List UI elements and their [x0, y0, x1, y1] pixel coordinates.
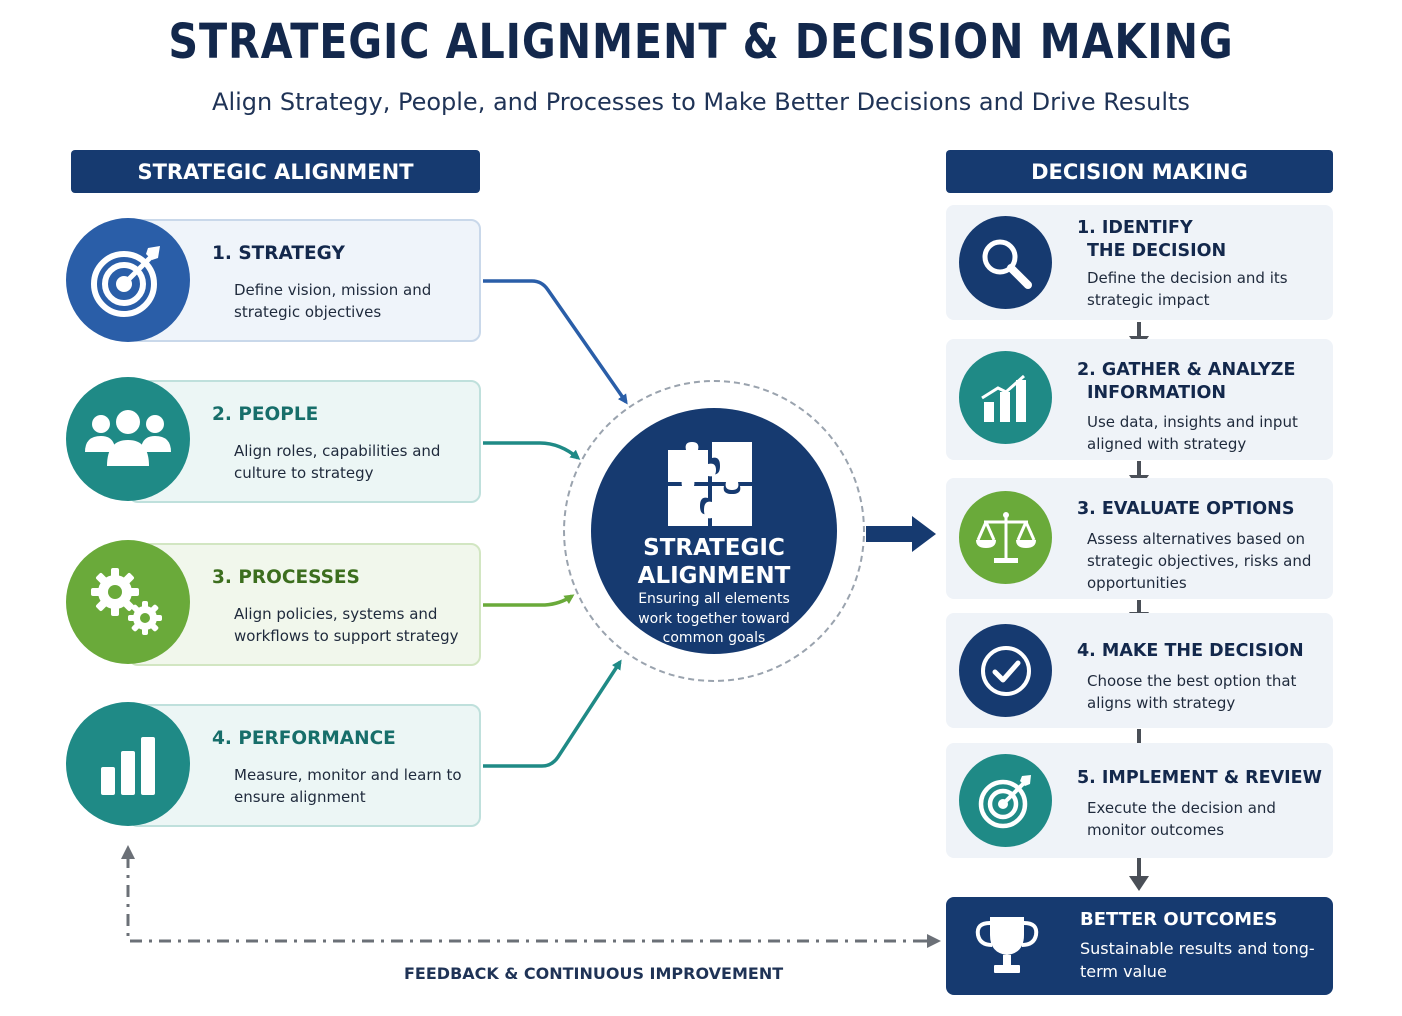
step-title: 5. IMPLEMENT & REVIEW — [1077, 768, 1322, 788]
puzzle-icon — [668, 442, 752, 526]
strategic-alignment-heading: STRATEGIC ALIGNMENT — [71, 150, 480, 193]
step-title-line2: INFORMATION — [1087, 383, 1227, 403]
bar-chart-icon — [66, 702, 190, 826]
people-icon — [66, 377, 190, 501]
card-title: 1. STRATEGY — [212, 243, 345, 264]
step-description: Choose the best option that aligns with … — [1087, 672, 1297, 712]
feedback-loop — [121, 845, 925, 943]
outcome-description: Sustainable results and tong-term value — [1080, 939, 1315, 981]
to-decision-arrow — [866, 516, 936, 552]
card-description: Define vision, mission and strategic obj… — [234, 281, 432, 321]
card-description: Align roles, capabilities and culture to… — [234, 442, 441, 482]
performance-connector — [483, 659, 622, 768]
hub-title: STRATEGIC ALIGNMENT — [637, 535, 791, 589]
card-description: Align policies, systems and workflows to… — [234, 605, 459, 645]
step-title: 2. GATHER & ANALYZE — [1077, 360, 1296, 380]
outcome-title: BETTER OUTCOMES — [1080, 909, 1278, 930]
step-title-line2: THE DECISION — [1087, 241, 1227, 261]
card-title: 3. PROCESSES — [212, 567, 360, 588]
page-title: STRATEGIC ALIGNMENT & DECISION MAKING — [168, 14, 1234, 70]
step-description: Define the decision and its strategic im… — [1087, 269, 1288, 309]
checkmark-icon — [959, 624, 1052, 717]
step-description: Use data, insights and input aligned wit… — [1087, 413, 1298, 453]
card-description: Measure, monitor and learn to ensure ali… — [234, 766, 462, 806]
bar-chart-up-icon — [959, 351, 1052, 444]
step-title: 4. MAKE THE DECISION — [1077, 641, 1304, 661]
better-outcomes-box: BETTER OUTCOMES Sustainable results and … — [946, 897, 1333, 995]
page-subtitle: Align Strategy, People, and Processes to… — [212, 88, 1190, 116]
step-description: Assess alternatives based on strategic o… — [1087, 530, 1312, 592]
step-description: Execute the decision and monitor outcome… — [1087, 799, 1276, 839]
people-connector — [483, 441, 581, 460]
magnifier-icon — [959, 216, 1052, 309]
target-icon — [959, 754, 1052, 847]
decision-making-heading: DECISION MAKING — [946, 150, 1333, 193]
step-title: 3. EVALUATE OPTIONS — [1077, 499, 1295, 519]
gears-icon — [66, 540, 190, 664]
strategy-connector — [483, 279, 628, 405]
processes-connector — [483, 594, 575, 607]
center-dashed-ring — [563, 380, 865, 682]
hub-description: Ensuring all elements work together towa… — [638, 591, 790, 646]
target-icon — [66, 218, 190, 342]
step-title: 1. IDENTIFY — [1077, 218, 1193, 238]
trophy-icon — [975, 917, 1039, 973]
card-title: 4. PERFORMANCE — [212, 728, 396, 749]
scales-icon — [959, 491, 1052, 584]
card-title: 2. PEOPLE — [212, 404, 319, 425]
feedback-label: FEEDBACK & CONTINUOUS IMPROVEMENT — [404, 964, 784, 983]
